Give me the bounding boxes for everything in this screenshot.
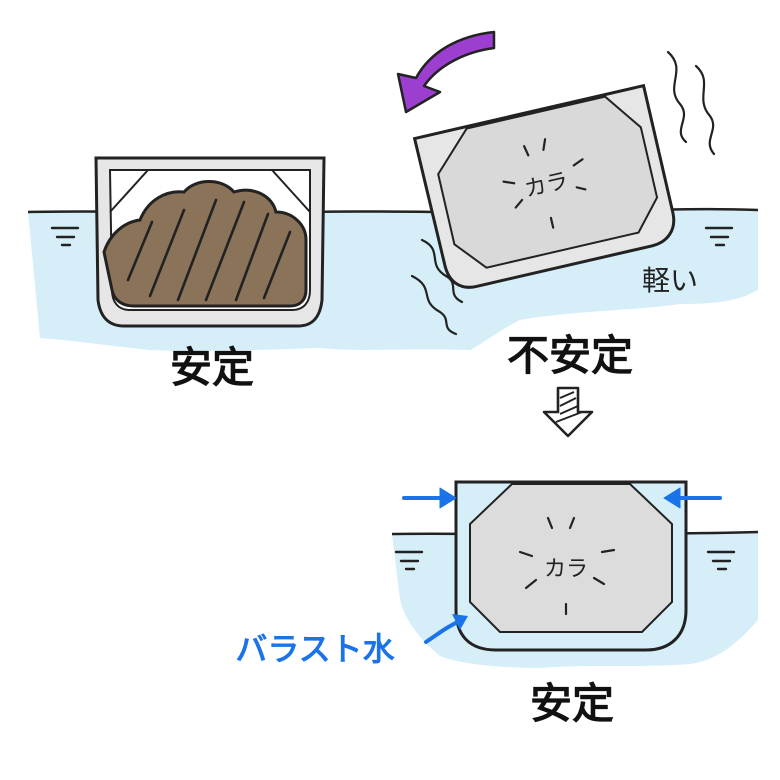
cargo-stripes — [126, 198, 292, 302]
tilted-ship-sound-marks — [502, 138, 587, 229]
loaded-ship-corner-right — [271, 169, 311, 213]
shake-lines — [410, 50, 716, 336]
ballast-water-label: バラスト水 — [235, 630, 395, 668]
stable-label-2: 安定 — [530, 679, 614, 728]
ballasted-ship: カラ — [454, 480, 688, 652]
down-arrow — [542, 386, 594, 438]
ballast-pointer-head — [452, 614, 468, 630]
cargo-pile — [102, 180, 308, 308]
tilted-ship-hold — [437, 95, 659, 269]
tilted-empty-ship: カラ — [412, 83, 676, 289]
wave-marks-top — [50, 226, 734, 247]
ballasted-ship-sound-marks — [518, 516, 616, 616]
ballasted-ship-hold — [469, 483, 673, 633]
stable-label-1: 安定 — [170, 343, 254, 392]
light-label: 軽い — [642, 264, 698, 297]
empty-sound-label-2: カラ — [544, 557, 588, 582]
wave-marks-bottom — [394, 550, 736, 571]
unstable-label: 不安定 — [507, 331, 633, 380]
ballast-side-arrows — [402, 487, 722, 509]
loaded-ship-corner-left — [109, 169, 149, 213]
loaded-ship — [94, 156, 326, 328]
tilt-arrow — [396, 30, 496, 114]
